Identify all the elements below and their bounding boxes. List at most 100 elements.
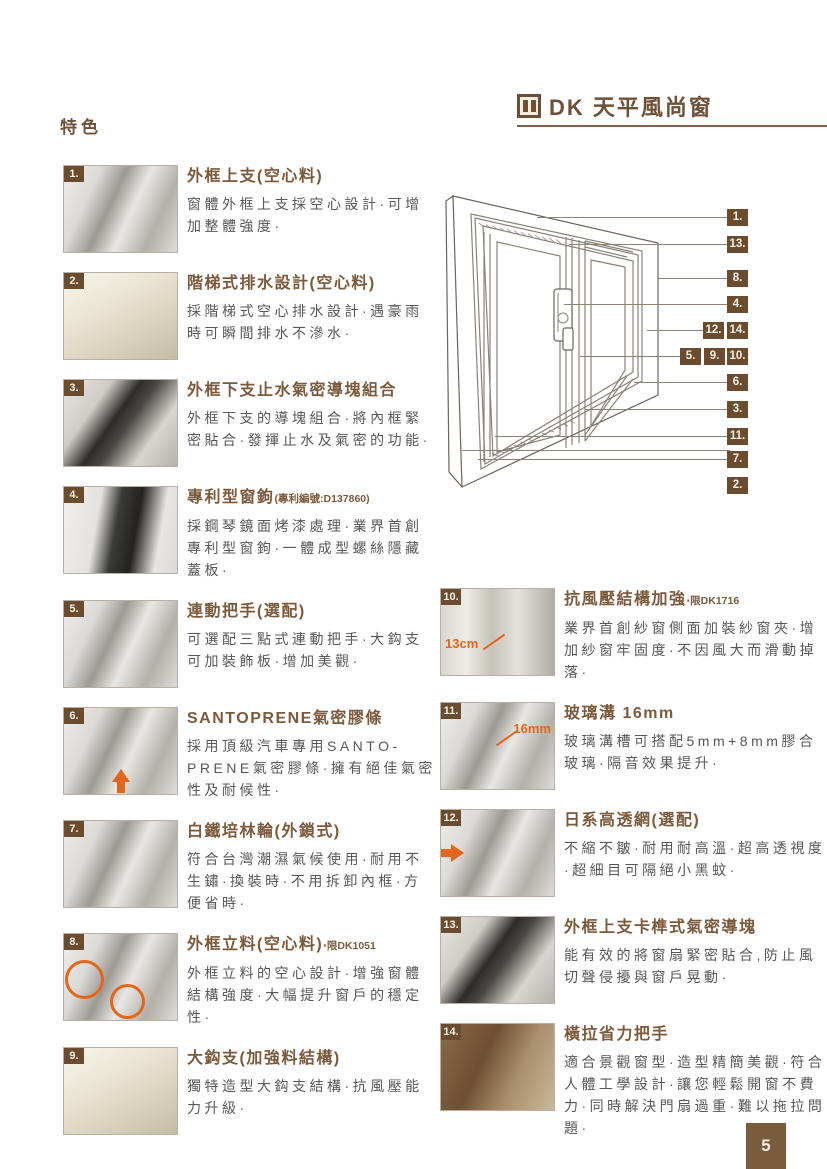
callout-leader-line: [580, 356, 680, 357]
feature-image: 9.: [63, 1047, 178, 1135]
feature-number-badge: 14.: [441, 1024, 461, 1040]
feature-description: 不縮不皺·耐用耐高溫·超高透視度·超細目可隔絕小黑蚊·: [564, 840, 826, 878]
feature-title: 玻璃溝 16mm: [564, 705, 675, 722]
dimension-label: 16mm: [513, 721, 551, 736]
feature-description: 能有效的將窗扇緊密貼合,防止風切聲侵擾與窗戶晃動·: [564, 947, 817, 985]
feature-description: 採階梯式空心排水設計·遇豪雨時可瞬間排水不滲水·: [187, 303, 423, 341]
callout-leader-line: [647, 330, 703, 331]
feature-text: 階梯式排水設計(空心料)採階梯式空心排水設計·遇豪雨時可瞬間排水不滲水·: [178, 272, 437, 360]
feature-image: 7.: [63, 820, 178, 908]
feature-number-badge: 2.: [64, 273, 84, 289]
feature-text: 專利型窗鉤(專利編號:D137860) 採鋼琴鏡面烤漆處理·業界首創專利型窗鉤·一…: [178, 486, 437, 581]
feature-image: 12.: [440, 809, 555, 897]
feature-title-suffix: ‧限DK1051: [323, 940, 376, 952]
feature-text: 外框下支止水氣密導塊組合外框下支的導塊組合·將內框緊密貼合·發揮止水及氣密的功能…: [178, 379, 437, 467]
feature-image: 5.: [63, 600, 178, 688]
feature-text: 白鐵培林輪(外鎖式) 符合台灣潮濕氣候使用·耐用不生鏽·換裝時·不用拆卸內框·方便…: [178, 820, 437, 914]
dimension-line: [482, 633, 506, 651]
feature-title: 抗風壓結構加強‧限DK1716: [564, 591, 740, 608]
feature-text: 外框上支卡榫式氣密導塊能有效的將窗扇緊密貼合,防止風切聲侵擾與窗戶晃動·: [555, 916, 827, 1004]
orange-arrow-right-icon: [441, 844, 464, 862]
feature-item: 7. 白鐵培林輪(外鎖式) 符合台灣潮濕氣候使用·耐用不生鏽·換裝時·不用拆卸內框·…: [63, 820, 437, 914]
feature-number-badge: 13.: [441, 917, 461, 933]
feature-description: 獨特造型大鈎支結構·抗風壓能力升級·: [187, 1078, 423, 1116]
diagram-callout-badge: 8.: [727, 270, 748, 287]
callout-leader-line: [478, 459, 727, 460]
feature-description: 外框立料的空心設計·增強窗體結構強度·大幅提升窗戶的穩定性·: [187, 965, 423, 1025]
feature-description: 外框下支的導塊組合·將內框緊密貼合·發揮止水及氣密的功能·: [187, 410, 431, 448]
feature-title: 日系高透網(選配): [564, 812, 701, 829]
diagram-callout-badge: 9.: [704, 348, 725, 365]
feature-text: 連動把手(選配)可選配三點式連動把手·大鈎支可加裝飾板·增加美觀·: [178, 600, 437, 688]
feature-image: 2.: [63, 272, 178, 360]
highlight-circle: [110, 984, 145, 1019]
feature-image: 8.: [63, 933, 178, 1021]
dimension-line: [495, 729, 519, 747]
feature-title: 外框上支(空心料): [187, 168, 324, 185]
feature-description: 業界首創紗窗側面加裝紗窗夾·增加紗窗牢固度·不因風大而滑動掉落·: [564, 620, 818, 680]
feature-text: 抗風壓結構加強‧限DK1716 業界首創紗窗側面加裝紗窗夾·增加紗窗牢固度·不因風…: [555, 588, 827, 683]
diagram-callout-badge: 1.: [727, 209, 748, 226]
feature-item: 9.大鈎支(加強料結構)獨特造型大鈎支結構·抗風壓能力升級·: [63, 1047, 437, 1135]
callout-leader-line: [537, 217, 727, 218]
feature-number-badge: 1.: [64, 166, 84, 182]
feature-text: 大鈎支(加強料結構)獨特造型大鈎支結構·抗風壓能力升級·: [178, 1047, 437, 1135]
callout-leader-line: [495, 436, 727, 437]
feature-number-badge: 11.: [441, 703, 461, 719]
diagram-callout-badge: 5.: [680, 348, 701, 365]
feature-item: 1. 外框上支(空心料) 窗體外框上支採空心設計·可增加整體強度·: [63, 165, 437, 253]
feature-title: 連動把手(選配): [187, 603, 306, 620]
feature-item: 3.外框下支止水氣密導塊組合外框下支的導塊組合·將內框緊密貼合·發揮止水及氣密的…: [63, 379, 437, 467]
page-title: DK 天平風尚窗: [549, 95, 713, 120]
feature-item: 13. 外框上支卡榫式氣密導塊能有效的將窗扇緊密貼合,防止風切聲侵擾與窗戶晃動·: [440, 916, 827, 1004]
diagram-callout-badge: 14.: [727, 322, 748, 339]
callout-leader-line: [462, 450, 730, 451]
feature-title: SANTOPRENE氣密膠條: [187, 710, 383, 727]
feature-image: 13.: [440, 916, 555, 1004]
feature-item: 12. 日系高透網(選配) 不縮不皺·耐用耐高溫·超高透視度·超細目可隔絕小黑蚊·: [440, 809, 827, 897]
feature-number-badge: 8.: [64, 934, 84, 950]
feature-title: 外框上支卡榫式氣密導塊: [564, 919, 757, 936]
feature-image: 10. 13cm: [440, 588, 555, 676]
feature-title: 外框立料(空心料)‧限DK1051: [187, 936, 376, 953]
diagram-callout-badge: 7.: [727, 451, 748, 468]
feature-image: 6.: [63, 707, 178, 795]
feature-description: 適合景觀窗型·造型精簡美觀·符合人體工學設計·讓您輕鬆開窗不費力·同時解決門扇過…: [564, 1054, 826, 1136]
feature-title: 專利型窗鉤(專利編號:D137860): [187, 489, 370, 506]
window-line-art: [445, 195, 659, 488]
feature-image: 4.: [63, 486, 178, 574]
callout-leader-line: [658, 278, 727, 279]
feature-image: 3.: [63, 379, 178, 467]
feature-title-suffix: ‧限DK1716: [686, 595, 740, 607]
feature-description: 採鋼琴鏡面烤漆處理·業界首創專利型窗鉤·一體成型螺絲隱藏蓋板·: [187, 518, 423, 578]
feature-number-badge: 12.: [441, 810, 461, 826]
feature-image: 11. 16mm: [440, 702, 555, 790]
diagram-callout-badge: 2.: [727, 477, 748, 494]
feature-number-badge: 4.: [64, 487, 84, 503]
callout-leader-line: [569, 244, 727, 245]
diagram-callout-badge: 11.: [727, 428, 748, 445]
page-number: 5: [746, 1123, 786, 1169]
orange-arrow-up-icon: [111, 769, 130, 793]
feature-title: 白鐵培林輪(外鎖式): [187, 823, 341, 840]
features-column-left: 1. 外框上支(空心料) 窗體外框上支採空心設計·可增加整體強度· 2. 階梯式排水設計…: [63, 165, 437, 1154]
section-label: 特色: [60, 118, 102, 137]
feature-text: SANTOPRENE氣密膠條採用頂級汽車專用SANTO-PRENE氣密膠條·擁有…: [178, 707, 437, 801]
feature-text: 外框上支(空心料) 窗體外框上支採空心設計·可增加整體強度·: [178, 165, 437, 253]
diagram-callout-badge: 4.: [727, 296, 748, 313]
dimension-label: 13cm: [445, 636, 479, 651]
diagram-callout-badge: 3.: [727, 401, 748, 418]
feature-description: 窗體外框上支採空心設計·可增加整體強度·: [187, 196, 423, 234]
feature-number-badge: 7.: [64, 821, 84, 837]
callout-leader-line: [634, 382, 727, 383]
feature-item: 4. 專利型窗鉤(專利編號:D137860) 採鋼琴鏡面烤漆處理·業界首創專利型窗鉤…: [63, 486, 437, 581]
feature-number-badge: 10.: [441, 589, 461, 605]
window-logo-icon: [517, 94, 541, 118]
feature-description: 符合台灣潮濕氣候使用·耐用不生鏽·換裝時·不用拆卸內框·方便省時·: [187, 851, 423, 911]
feature-item: 14.橫拉省力把手適合景觀窗型·造型精簡美觀·符合人體工學設計·讓您輕鬆開窗不費…: [440, 1023, 827, 1139]
diagram-callout-badge: 13.: [727, 236, 748, 253]
callout-leader-line: [585, 409, 727, 410]
feature-number-badge: 6.: [64, 708, 84, 724]
